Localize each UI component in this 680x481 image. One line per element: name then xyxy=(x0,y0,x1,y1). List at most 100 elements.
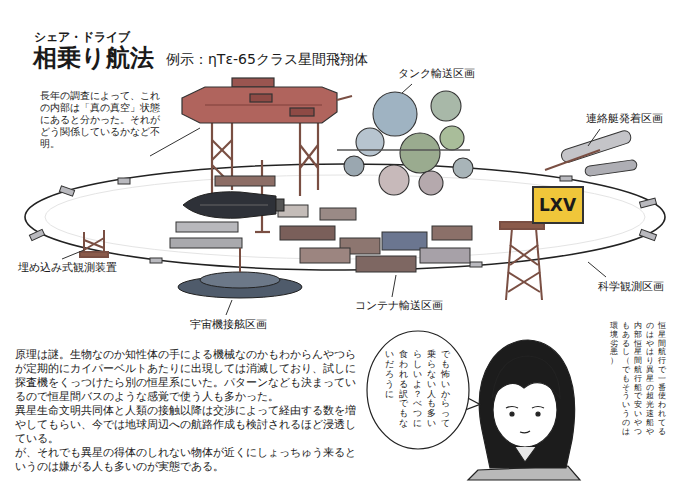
girl-figure-part xyxy=(479,340,574,468)
containers-part xyxy=(356,256,416,272)
section-label: 連絡艇発着区画 xyxy=(586,112,663,126)
leader-lines-part xyxy=(588,262,606,277)
tank-spheres-part xyxy=(440,126,464,150)
science-tower-part xyxy=(508,272,540,292)
leader-lines-part xyxy=(62,250,84,259)
science-tower-part xyxy=(508,272,540,292)
containers-part xyxy=(382,232,427,250)
containers xyxy=(170,176,472,272)
bubble-text: でも怖いからって乗らない人も多いらしいよ？べつに食われる訳でもないだろうに xyxy=(385,350,451,431)
section-label: 科学観測区画 xyxy=(598,280,664,294)
left-truss-part xyxy=(84,238,104,250)
leader-lines-part xyxy=(392,275,396,297)
containers-part xyxy=(420,248,470,263)
hull-ellipse-part xyxy=(25,164,665,270)
hull-ellipse xyxy=(25,164,665,270)
docked-disk-part xyxy=(239,248,241,272)
title-reading: シェア・ドライブ xyxy=(34,30,130,45)
docked-disk-part xyxy=(200,272,280,288)
red-vessel-part xyxy=(232,78,274,87)
dark-spacecraft-part xyxy=(200,205,268,206)
girl-figure-part xyxy=(492,356,560,398)
left-truss-part xyxy=(80,252,108,257)
hull-lugs-part xyxy=(29,229,44,240)
leader-lines-part xyxy=(226,300,232,315)
tank-spheres-part xyxy=(373,92,417,136)
tank-spheres-part xyxy=(356,128,384,156)
tank-spheres-part xyxy=(337,149,470,151)
science-tower-part xyxy=(510,245,538,265)
tank-spheres-part xyxy=(419,171,443,195)
containers-part xyxy=(432,226,472,240)
tank-spheres-part xyxy=(400,133,440,173)
dark-spacecraft xyxy=(183,192,284,218)
side-note: 恒星間航行で一番使われてるのはやはり異星の超光速船や内部恒星間航行船で安いやつも… xyxy=(610,322,667,438)
red-vessel-part xyxy=(337,96,352,100)
sign-text: LXV xyxy=(539,195,576,215)
scaffolding-part xyxy=(299,122,301,196)
girl-figure xyxy=(468,340,580,480)
hull-lugs-part xyxy=(560,176,572,181)
tank-spheres-part xyxy=(453,158,473,178)
scaffolding-part xyxy=(212,140,232,160)
red-vessel-part xyxy=(250,94,272,102)
section-label: コンテナ輸送区画 xyxy=(355,299,443,313)
shuttle-bay-part xyxy=(560,129,632,164)
hull-lugs xyxy=(29,176,656,267)
girl-figure-part xyxy=(506,407,518,409)
containers-part xyxy=(320,208,356,220)
red-vessel-part xyxy=(290,108,314,116)
docked-disk xyxy=(178,248,302,298)
tank-spheres-part xyxy=(379,165,409,195)
containers-part xyxy=(300,248,350,263)
leader-lines-part xyxy=(402,84,412,93)
tank-spheres-part xyxy=(431,91,461,121)
red-vessel-part xyxy=(182,87,337,123)
shuttle-bay-part xyxy=(545,150,600,170)
scaffolding-part xyxy=(317,122,319,190)
leader-lines-part xyxy=(588,129,600,146)
tank-spheres-part xyxy=(344,156,364,176)
red-vessel-part xyxy=(205,104,322,105)
section-label: タンク輸送区画 xyxy=(398,67,475,81)
girl-figure-part xyxy=(536,412,540,416)
speech-bubble: でも怖いからって乗らない人も多いらしいよ？べつに食われる訳でもないだろうに xyxy=(366,330,470,450)
note-text: 長年の調査によって、これの内部は「真の真空」状態にあると分かった。それがどう関係… xyxy=(40,90,168,150)
girl-figure-part xyxy=(515,447,536,462)
scaffolding-part xyxy=(255,231,270,233)
hull-lugs-part xyxy=(150,258,162,263)
scaffolding-part xyxy=(300,145,318,168)
red-vessel xyxy=(182,78,352,123)
science-tower-part xyxy=(510,245,538,265)
body-paragraph: 異星生命文明共同体と人類の接触以降は交渉によって経由する数を増やしてもらい、今で… xyxy=(15,404,362,446)
containers-part xyxy=(280,226,335,240)
hull-lugs-part xyxy=(118,178,130,184)
hull-lugs-part xyxy=(639,229,656,240)
containers-part xyxy=(170,238,242,248)
tank-spheres xyxy=(337,91,473,195)
shuttle-bay xyxy=(545,129,637,176)
girl-figure-part xyxy=(532,407,544,409)
hull-lugs-part xyxy=(59,186,74,196)
scaffolding-part xyxy=(300,145,318,168)
bubble-ellipse xyxy=(367,331,469,449)
body-paragraph: が、それでも異星の得体のしれない物体が近くにしょっちゅう来るというのは嫌がる人も… xyxy=(15,446,362,474)
hull-lugs-part xyxy=(470,262,482,267)
shuttle-bay-part xyxy=(585,159,638,176)
left-truss xyxy=(80,230,108,257)
girl-figure-part xyxy=(520,431,530,433)
example-subtitle: 例示：ηTε-65クラス星間飛翔体 xyxy=(166,51,368,69)
hull-lugs-part xyxy=(639,198,656,208)
body-paragraph: 原理は謎。生物なのか知性体の手による機械なのかもわからんやつらが定期的にカイパー… xyxy=(15,348,362,404)
section-label: 宇宙機接舷区画 xyxy=(190,318,267,332)
sign-plate: LXV xyxy=(532,186,584,224)
vertical-columns: でも怖いからって乗らない人も多いらしいよ？べつに食われる訳でもないだろうに xyxy=(385,350,451,431)
main-title: 相乗り航法 xyxy=(33,43,154,73)
science-tower xyxy=(500,222,544,300)
containers-part xyxy=(215,176,275,186)
containers-part xyxy=(176,222,238,232)
dark-spacecraft-part xyxy=(276,199,284,211)
hull-ellipse-part xyxy=(45,175,645,259)
dark-spacecraft-part xyxy=(183,192,276,218)
